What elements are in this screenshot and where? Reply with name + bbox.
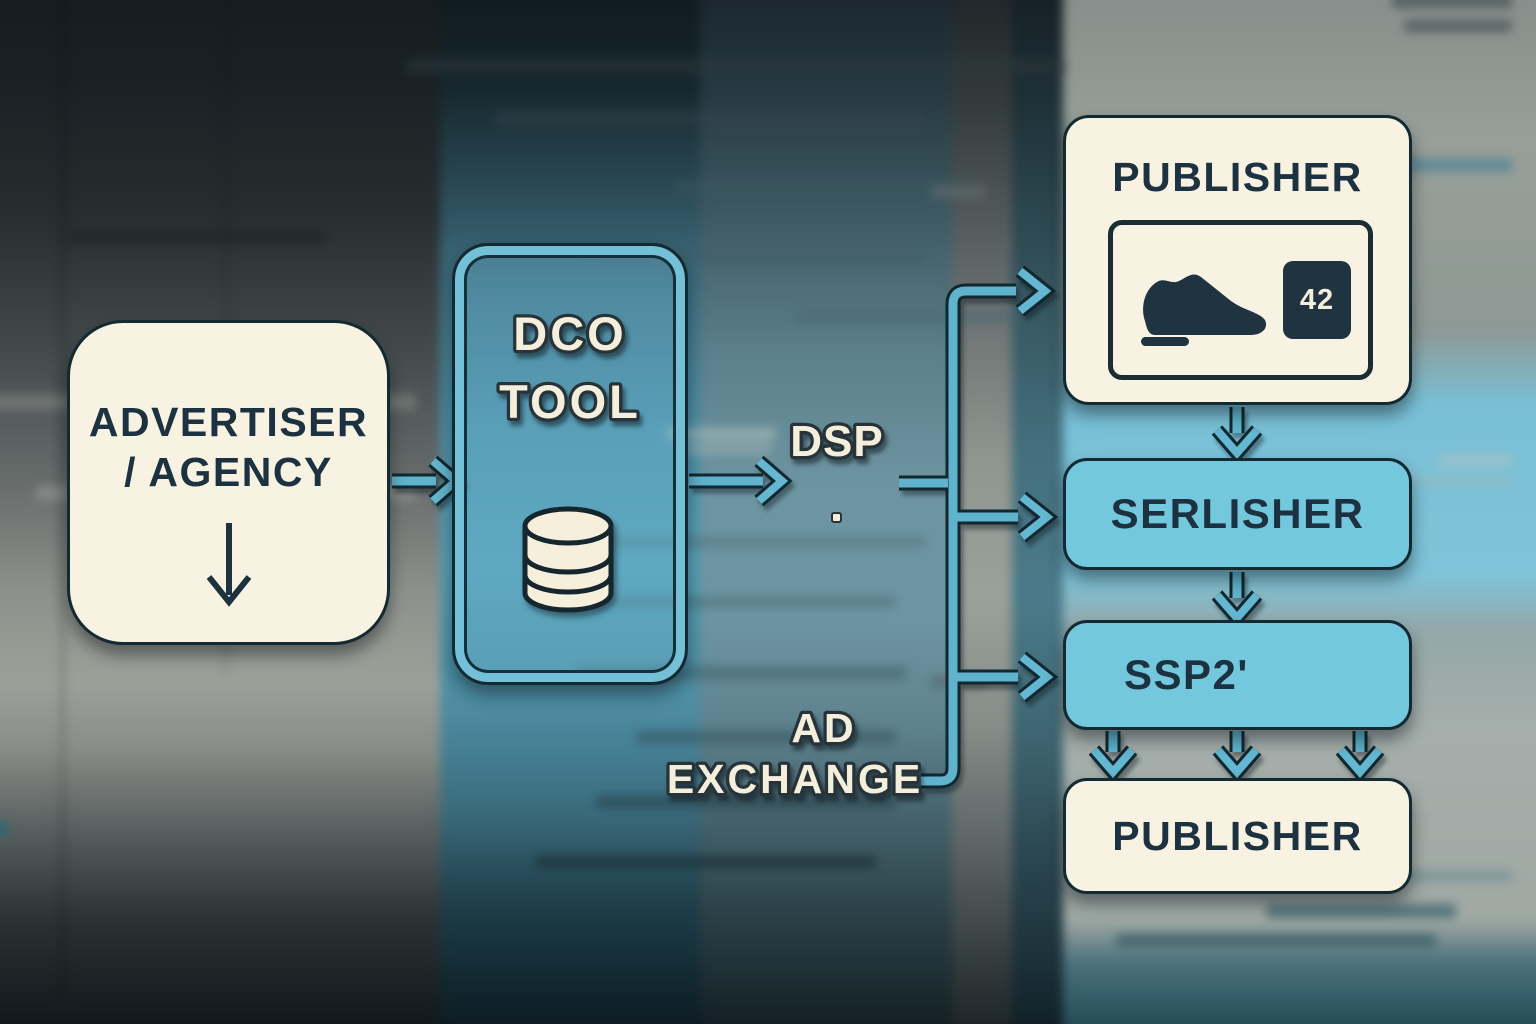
ad-creative-frame: 42 xyxy=(1108,220,1373,380)
advertiser-agency-label: ADVERTISER / AGENCY xyxy=(70,397,387,497)
bg-streak xyxy=(676,181,976,193)
advertiser-agency-node: ADVERTISER / AGENCY xyxy=(67,320,390,645)
ad-exchange-label: AD EXCHANGE xyxy=(664,702,924,806)
advertiser-label-line1: ADVERTISER xyxy=(88,399,369,445)
dco-tool-label: DCO TOOL xyxy=(496,304,641,432)
bg-column xyxy=(700,0,952,1024)
bg-streak xyxy=(0,821,6,837)
dco-label-line1: DCO xyxy=(513,307,626,360)
bg-streak xyxy=(1404,20,1512,32)
ad-exchange-line1: AD xyxy=(791,705,856,751)
bg-streak xyxy=(1386,158,1512,172)
bg-streak xyxy=(1116,934,1436,946)
publisher-top-node: PUBLISHER 42 xyxy=(1063,115,1412,405)
serlisher-label: SERLISHER xyxy=(1110,490,1365,537)
ssp2-node: SSP2' xyxy=(1063,620,1412,730)
sneaker-icon xyxy=(1143,274,1267,335)
bg-streak xyxy=(596,796,896,808)
bg-streak xyxy=(636,731,896,743)
arrowhead-cores xyxy=(430,267,1383,779)
bg-streak xyxy=(1392,0,1512,8)
down-arrow-icon xyxy=(206,523,252,607)
publisher-bottom-label: PUBLISHER xyxy=(1112,812,1363,859)
dsp-label-text: DSP xyxy=(790,417,883,466)
connector-shaft-cores xyxy=(392,286,1365,786)
size-badge: 42 xyxy=(1283,261,1351,339)
bg-streak xyxy=(1266,904,1456,918)
bg-streak xyxy=(1438,454,1512,466)
bg-streak xyxy=(666,428,776,440)
bg-streak xyxy=(66,231,326,243)
serlisher-node: SERLISHER xyxy=(1063,458,1412,570)
bg-streak xyxy=(1396,476,1512,486)
advertiser-label-line2: / AGENCY xyxy=(124,449,333,495)
ad-exchange-line2: EXCHANGE xyxy=(667,756,923,802)
dsp-label: DSP xyxy=(787,414,886,470)
size-badge-value: 42 xyxy=(1299,283,1335,316)
database-icon xyxy=(522,506,614,613)
dsp-dot xyxy=(831,512,842,523)
bg-streak xyxy=(931,186,986,198)
bg-streak xyxy=(681,444,771,454)
publisher-bottom-node: PUBLISHER xyxy=(1063,778,1412,894)
publisher-top-label: PUBLISHER xyxy=(1112,154,1363,200)
bg-streak xyxy=(60,0,65,1000)
bg-streak xyxy=(1316,871,1512,881)
bg-streak xyxy=(406,58,1066,74)
bg-streak xyxy=(536,856,876,868)
shoe-shadow-dash xyxy=(1141,337,1189,346)
bg-streak xyxy=(496,111,926,125)
bg-streak xyxy=(596,536,926,548)
bg-streak xyxy=(796,311,1026,323)
ssp2-label: SSP2' xyxy=(1124,651,1249,698)
dco-label-line2: TOOL xyxy=(499,375,641,428)
